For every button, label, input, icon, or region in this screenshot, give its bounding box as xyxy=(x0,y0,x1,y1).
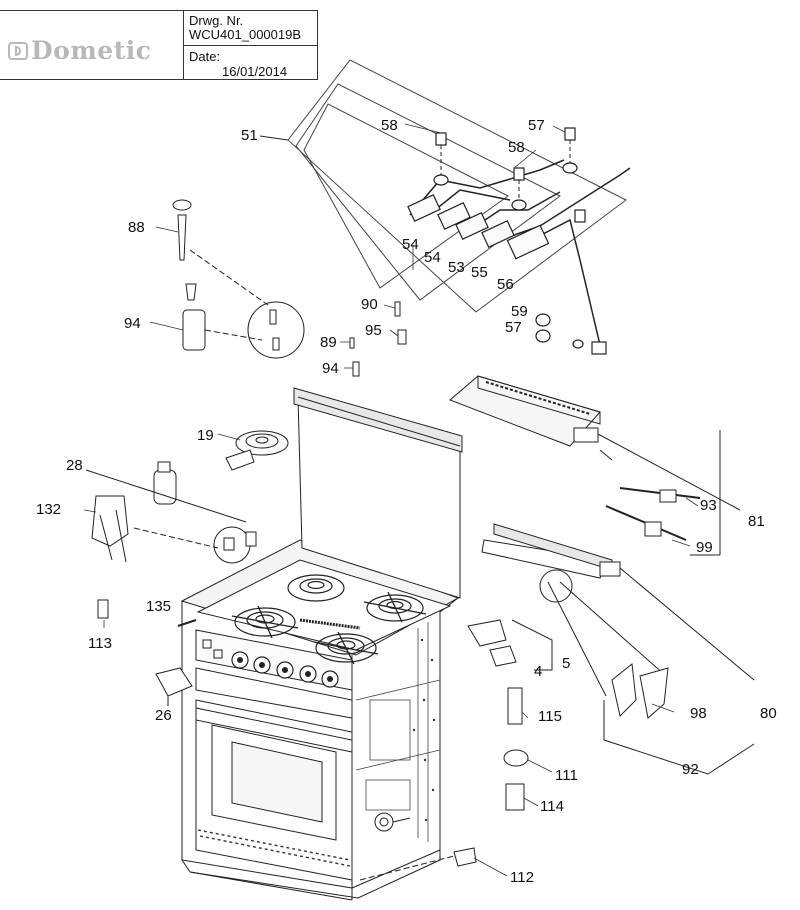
date-value: 16/01/2014 xyxy=(222,64,288,79)
callout-93: 93 xyxy=(700,497,717,514)
callout-90: 90 xyxy=(361,296,378,313)
callout-59: 59 xyxy=(511,303,528,320)
callout-98: 98 xyxy=(690,705,707,722)
grill-burner-assembly xyxy=(449,375,741,556)
brand-name: Dometic xyxy=(31,36,152,65)
dometic-logo-icon xyxy=(8,41,28,60)
oven-burner-assembly xyxy=(481,523,755,775)
callout-54: 54 xyxy=(402,236,419,253)
drawing-number: WCU401_000019B xyxy=(189,27,302,42)
callout-51: 51 xyxy=(241,127,258,144)
glass-lid xyxy=(293,387,463,599)
callout-81: 81 xyxy=(748,513,765,530)
callout-135: 135 xyxy=(146,598,171,615)
gas-manifold-group xyxy=(259,59,631,355)
callout-111: 111 xyxy=(555,767,578,784)
callout-92: 92 xyxy=(682,761,699,778)
callout-99: 99 xyxy=(696,539,713,556)
callout-55: 55 xyxy=(471,264,488,281)
callout-5: 5 xyxy=(562,655,570,672)
oven-doors xyxy=(195,667,353,881)
callout-57: 57 xyxy=(528,117,545,134)
callout-53: 53 xyxy=(448,259,465,276)
callout-115: 115 xyxy=(538,708,562,725)
callout-112: 112 xyxy=(510,869,534,886)
callout-95: 95 xyxy=(365,322,382,339)
callout-57: 57 xyxy=(505,319,522,336)
callout-58: 58 xyxy=(381,117,398,134)
drawing-number-label: Drwg. Nr. xyxy=(189,13,244,28)
date-label: Date: xyxy=(189,49,221,64)
leader-lines xyxy=(83,123,699,877)
gas-connector xyxy=(467,619,553,671)
callout-58: 58 xyxy=(508,139,525,156)
callout-88: 88 xyxy=(128,219,145,236)
ignition-parts-left xyxy=(172,199,407,377)
callout-19: 19 xyxy=(197,427,214,444)
electrical-parts-left xyxy=(85,461,257,706)
callout-54: 54 xyxy=(424,249,441,266)
callout-94: 94 xyxy=(322,360,339,377)
callout-132: 132 xyxy=(36,501,61,518)
callout-113: 113 xyxy=(88,635,112,652)
dometic-logo: Dometic xyxy=(8,36,151,65)
callout-89: 89 xyxy=(320,334,337,351)
title-block: Dometic Drwg. Nr. WCU401_000019B Date: 1… xyxy=(0,10,318,80)
callout-80: 80 xyxy=(760,705,777,722)
electric-hotplate xyxy=(225,430,289,471)
callout-114: 114 xyxy=(540,798,564,815)
callout-28: 28 xyxy=(66,457,83,474)
electrical-parts-right xyxy=(359,687,529,881)
hob-top xyxy=(196,559,452,665)
callout-4: 4 xyxy=(534,663,542,680)
callout-26: 26 xyxy=(155,707,172,724)
callout-56: 56 xyxy=(497,276,514,293)
control-panel xyxy=(195,629,353,691)
callout-94: 94 xyxy=(124,315,141,332)
